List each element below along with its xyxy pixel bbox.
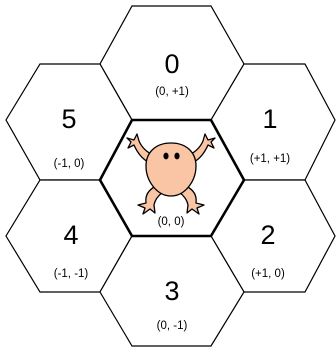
hex-cell-center-coord: (0, 0) — [158, 216, 185, 228]
frog-eye-right — [174, 152, 180, 160]
hex-cell-0-coord: (0, +1) — [155, 86, 189, 98]
hex-cell-4-coord: (-1, -1) — [54, 268, 89, 280]
hex-cell-5-coord: (-1, 0) — [54, 158, 85, 170]
hex-cell-1-coord: (+1, +1) — [250, 153, 290, 165]
hex-cell-3-number: 3 — [164, 276, 179, 306]
hex-cell-center: (0, 0) — [98, 118, 246, 238]
hex-cell-5: 5 (-1, 0) — [5, 63, 133, 181]
hex-cell-3-coord: (0, -1) — [157, 320, 188, 332]
frog-icon — [126, 133, 216, 215]
hex-cell-2-number: 2 — [260, 220, 275, 250]
frog-leg-right — [178, 185, 205, 215]
frog-leg-left — [137, 185, 164, 215]
hex-cell-1-number: 1 — [262, 104, 277, 134]
hex-cell-0-number: 0 — [164, 49, 179, 79]
hex-cell-4-number: 4 — [63, 220, 78, 250]
frog-body — [145, 142, 197, 197]
hex-cell-3: 3 (0, -1) — [99, 235, 245, 347]
hex-cell-1: 1 (+1, +1) — [210, 63, 336, 181]
hex-cell-2-coord: (+1, 0) — [251, 268, 285, 280]
hex-cell-5-number: 5 — [61, 104, 76, 134]
frog-eye-left — [163, 152, 169, 160]
